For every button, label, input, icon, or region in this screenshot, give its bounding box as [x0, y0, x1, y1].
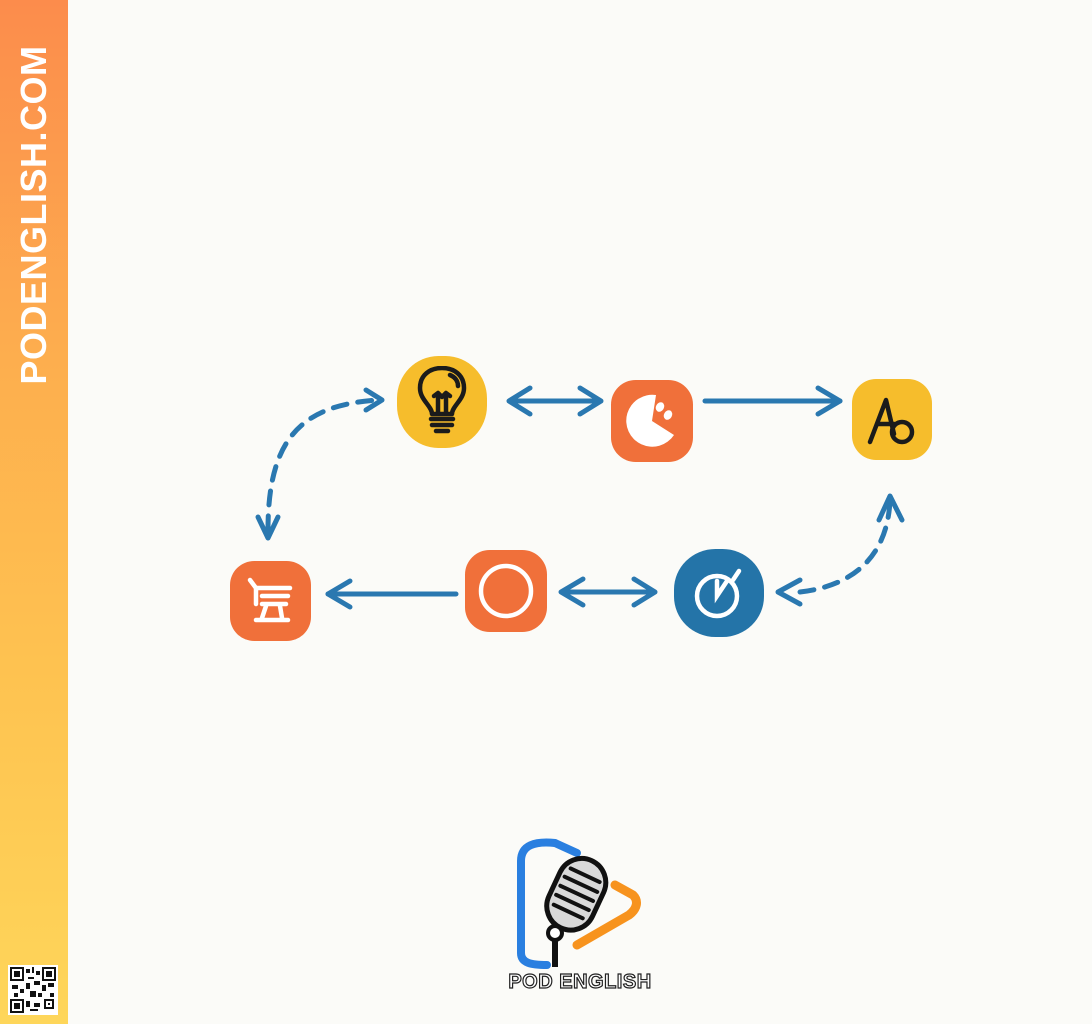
- letters-ab-icon: [867, 397, 915, 444]
- arrow-game-font: [702, 385, 843, 417]
- qr-code-icon[interactable]: [8, 965, 58, 1015]
- double-arrow-idea-game: [506, 385, 604, 417]
- double-arrow-timer-music: [558, 576, 658, 608]
- music-note-icon: [478, 563, 534, 619]
- node-font[interactable]: [852, 379, 932, 460]
- node-game[interactable]: [611, 380, 693, 462]
- dashed-arrow-cart-idea: [255, 387, 385, 541]
- pod-english-logo[interactable]: POD ENGLISH: [505, 835, 655, 1000]
- logo-text: POD ENGLISH: [508, 970, 652, 993]
- node-music[interactable]: [465, 550, 547, 632]
- stopwatch-icon: [694, 568, 742, 619]
- node-timer[interactable]: [674, 549, 764, 637]
- shopping-cart-icon: [247, 577, 292, 623]
- arrow-music-cart: [325, 578, 459, 610]
- lightbulb-icon: [417, 366, 467, 434]
- microphone-play-icon: [517, 838, 641, 969]
- node-cart[interactable]: [230, 561, 311, 641]
- pacman-face-icon: [626, 394, 674, 447]
- dashed-arrow-font-timer: [775, 493, 905, 607]
- brand-sidebar: PODENGLISH.COM: [0, 0, 68, 1024]
- node-idea[interactable]: [397, 356, 487, 448]
